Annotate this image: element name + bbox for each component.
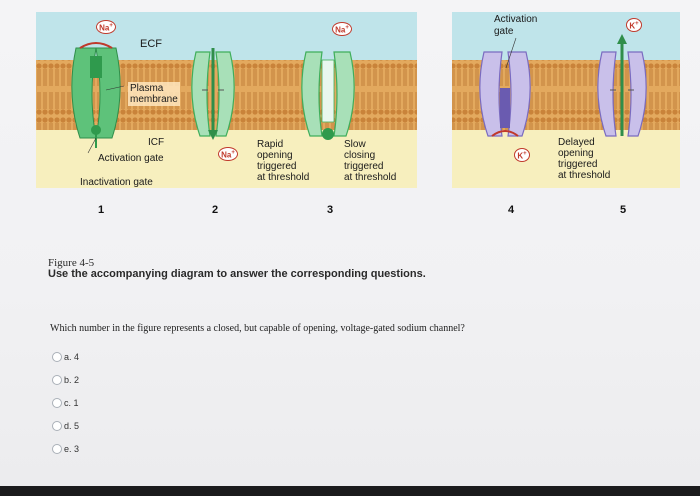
instruction-text: Use the accompanying diagram to answer t… [48, 268, 426, 280]
figure-number-1: 1 [98, 204, 105, 216]
option-label: e. 3 [64, 443, 80, 454]
icf-label: ICF [148, 137, 165, 148]
answer-options: a. 4 b. 2 c. 1 d. 5 e. 3 [52, 345, 79, 460]
na-channel-3 [301, 51, 355, 140]
figure-label: Figure 4-5 [48, 257, 95, 269]
option-label: b. 2 [64, 374, 80, 385]
figure-caption: Figure 4-5 Use the accompanying diagram … [48, 258, 426, 280]
option-a[interactable]: a. 4 [52, 345, 79, 368]
radio-button[interactable] [52, 420, 62, 431]
option-label: a. 4 [64, 351, 80, 362]
figure-number-4: 4 [508, 204, 515, 216]
na-ion-badge-3: Na+ [332, 22, 352, 36]
radio-button[interactable] [52, 374, 62, 385]
option-d[interactable]: d. 5 [52, 414, 79, 437]
k-channel-5 [597, 34, 647, 137]
quiz-page: Na+ Na+ Na+ K+ K+ ECF Plasma membrane IC… [0, 0, 700, 486]
option-b[interactable]: b. 2 [52, 368, 79, 391]
figure-number-2: 2 [212, 204, 219, 216]
screen-bottom-bar [0, 486, 700, 496]
figure-number-3: 3 [327, 204, 334, 216]
membrane-label: membrane [130, 94, 178, 105]
option-c[interactable]: c. 1 [52, 391, 79, 414]
plasma-label: Plasma [130, 83, 164, 94]
na-channel-2 [191, 48, 235, 140]
plasma-membrane-label: Plasma membrane [128, 82, 180, 106]
ecf-label: ECF [140, 38, 162, 50]
k-ion-badge-5: K+ [626, 18, 642, 32]
inactivation-gate-label: Inactivation gate [80, 177, 153, 188]
radio-button[interactable] [52, 397, 62, 408]
option-label: c. 1 [64, 397, 79, 408]
na-ion-badge-2: Na+ [218, 147, 238, 161]
figure-number-5: 5 [620, 204, 627, 216]
figure-graphic [36, 12, 680, 188]
radio-button[interactable] [52, 351, 62, 362]
k-ion-badge-4: K+ [514, 148, 530, 162]
na-ion-badge-1: Na+ [96, 20, 116, 34]
option-e[interactable]: e. 3 [52, 437, 79, 460]
icf-region-right [452, 130, 680, 188]
question-text: Which number in the figure represents a … [50, 323, 465, 334]
option-label: d. 5 [64, 420, 80, 431]
radio-button[interactable] [52, 443, 62, 454]
activation-gate-label: Activation gate [98, 153, 164, 164]
k-channel-4 [479, 51, 531, 137]
